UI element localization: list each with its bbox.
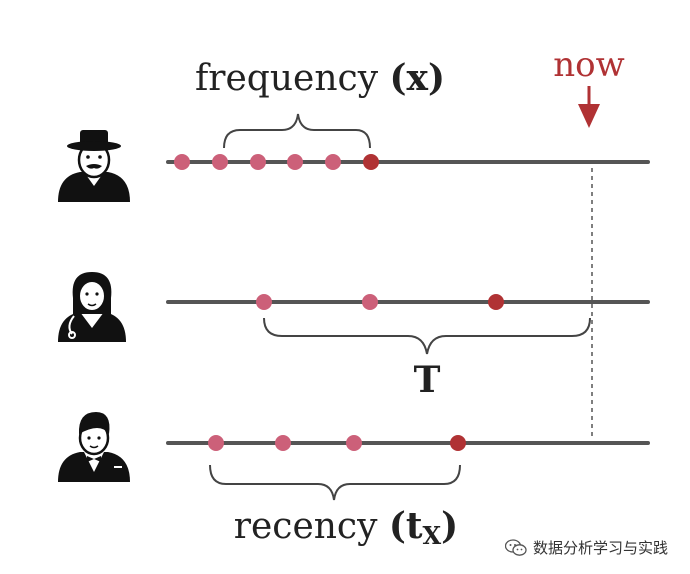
watermark: 数据分析学习与实践 [504, 537, 668, 558]
purchase-dot [250, 154, 266, 170]
recency-symbol-sub: X [423, 521, 442, 550]
man-in-tuxedo-icon [58, 412, 130, 482]
purchase-dot [362, 294, 378, 310]
recency-brace [209, 464, 461, 501]
purchase-dot [256, 294, 272, 310]
last-purchase-dot [450, 435, 466, 451]
frequency-symbol: (x) [389, 57, 445, 99]
doctor-woman-icon [58, 272, 126, 342]
man-with-hat-icon [58, 130, 130, 202]
recency-label: recency (tX) [234, 505, 458, 550]
purchase-dot [346, 435, 362, 451]
purchase-dot [325, 154, 341, 170]
last-purchase-dot [488, 294, 504, 310]
watermark-text: 数据分析学习与实践 [532, 539, 668, 557]
recency-symbol-open: (t [389, 505, 423, 547]
T-brace [263, 317, 591, 355]
purchase-dot [275, 435, 291, 451]
frequency-word: frequency [195, 58, 390, 99]
purchase-dot [287, 154, 303, 170]
purchases-customer-1 [174, 154, 379, 170]
recency-word: recency [234, 506, 389, 547]
frequency-label: frequency (x) [195, 57, 445, 99]
wechat-icon [504, 538, 527, 556]
T-label: T [414, 359, 441, 401]
purchases-customer-2 [256, 294, 504, 310]
purchases-customer-3 [208, 435, 466, 451]
purchase-dot [174, 154, 190, 170]
purchase-dot [208, 435, 224, 451]
now-arrow-icon [578, 86, 600, 128]
purchase-dot [212, 154, 228, 170]
frequency-brace [223, 113, 371, 149]
last-purchase-dot [363, 154, 379, 170]
recency-symbol-close: ) [441, 505, 458, 547]
now-label: now [553, 45, 624, 85]
